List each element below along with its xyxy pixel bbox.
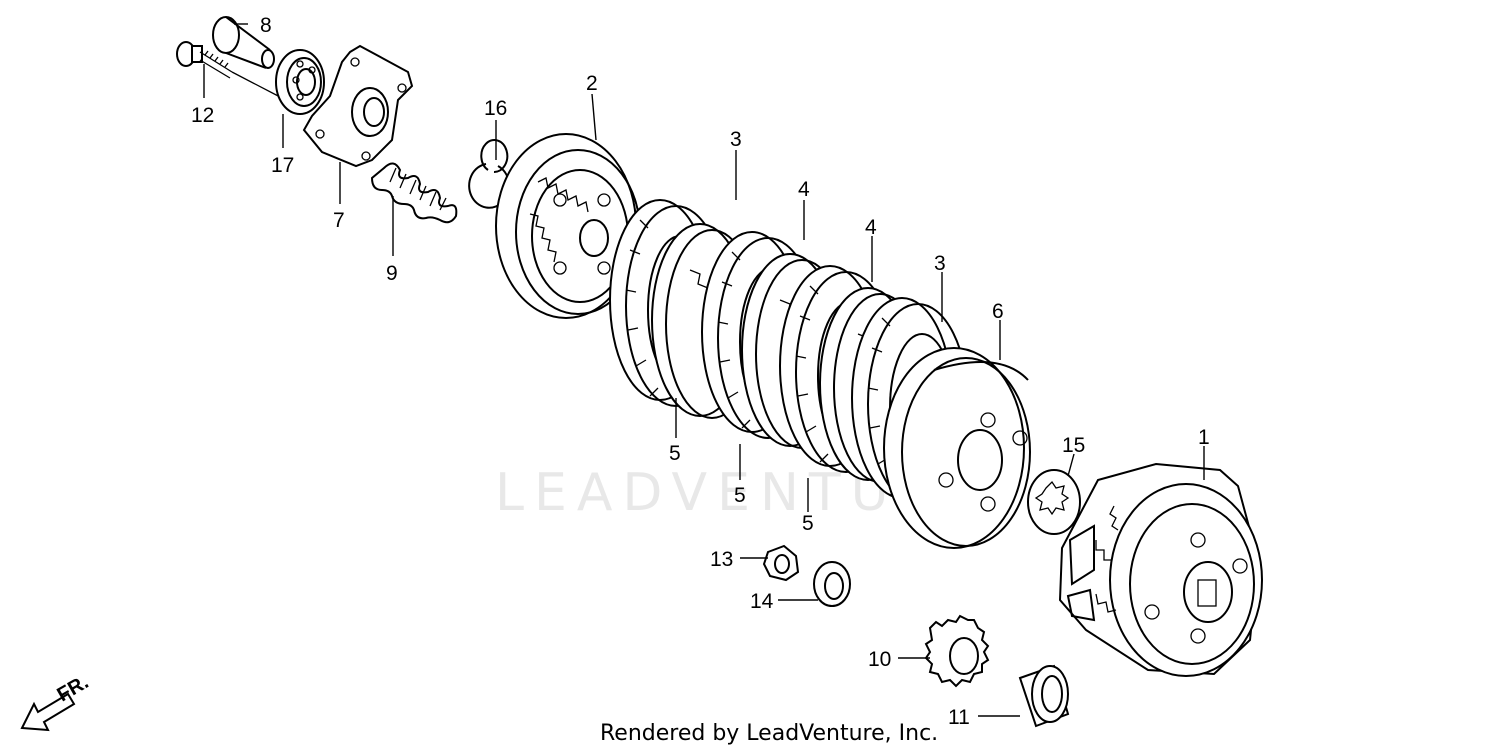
front-direction-indicator: FR. (20, 671, 92, 732)
part-10-gear (924, 614, 990, 688)
callout-1: 1 (1198, 426, 1210, 449)
part-11-collar (1018, 664, 1070, 728)
callout-5-middle: 5 (734, 484, 746, 507)
callout-11: 11 (948, 706, 970, 729)
callout-13: 13 (710, 548, 733, 571)
front-arrow-icon (20, 692, 76, 732)
part-6-pressure-plate (883, 347, 1031, 549)
part-17-bearing (275, 49, 325, 115)
callout-labels: 8 12 17 7 9 16 2 3 4 4 3 6 5 5 5 15 1 13… (191, 14, 1210, 729)
callout-5-left: 5 (669, 442, 681, 465)
callout-2: 2 (586, 72, 598, 95)
callout-7: 7 (333, 209, 345, 232)
part-1-outer-clutch (1058, 462, 1263, 677)
part-12-flange-bolt (176, 41, 283, 99)
callout-3-upper: 3 (730, 128, 742, 151)
callout-8: 8 (260, 14, 272, 37)
footer-credit: Rendered by LeadVenture, Inc. (600, 721, 938, 746)
callout-10: 10 (868, 648, 891, 671)
leader-lines (203, 23, 1205, 717)
callout-4-lower: 4 (865, 216, 877, 239)
callout-4-upper: 4 (798, 178, 810, 201)
part-13-nut (762, 544, 800, 582)
callout-14: 14 (750, 590, 774, 613)
part-14-washer (813, 561, 851, 607)
callout-17: 17 (271, 154, 294, 177)
callout-16: 16 (484, 97, 507, 120)
callout-3-lower: 3 (934, 252, 946, 275)
callout-9: 9 (386, 262, 398, 285)
callout-12: 12 (191, 104, 214, 127)
callout-15: 15 (1062, 434, 1085, 457)
callout-5-right: 5 (802, 512, 814, 535)
callout-6: 6 (992, 300, 1004, 323)
part-9-spring (370, 162, 458, 224)
part-8-shoulder-bolt (212, 16, 275, 69)
part-15-lock-washer (1027, 469, 1081, 535)
part-7-lifter-plate (302, 44, 414, 168)
